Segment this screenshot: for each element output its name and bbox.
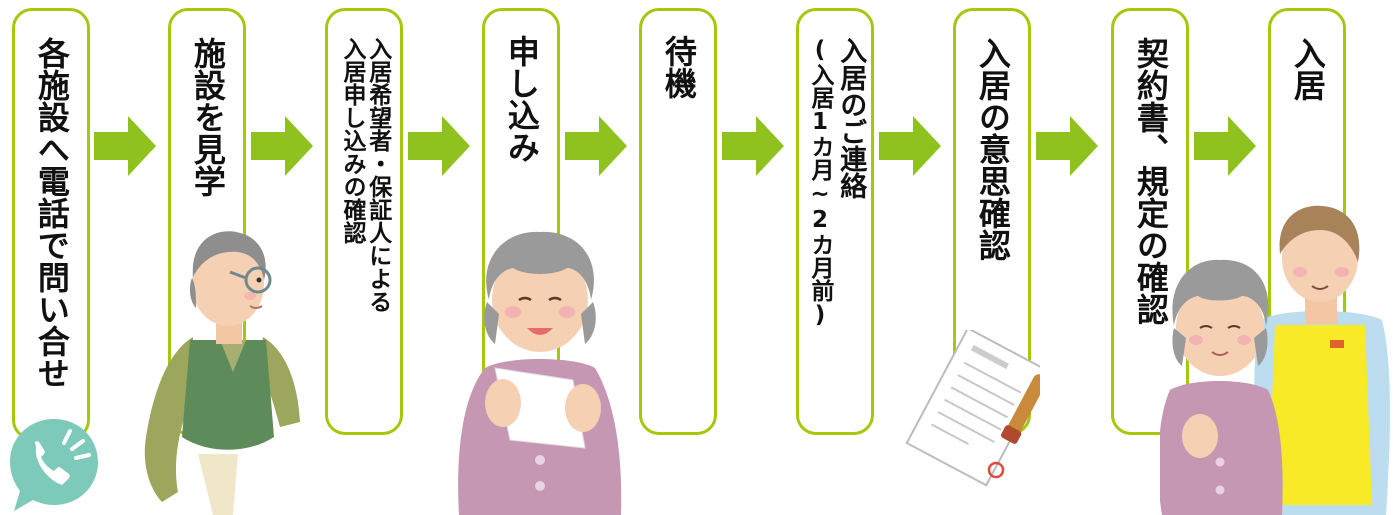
step-box-6: 入居のご連絡 (入居1カ月~2カ月前) (796, 8, 874, 435)
step-label-6-line2: (入居1カ月~2カ月前) (807, 37, 833, 328)
step-box-5: 待機 (639, 8, 717, 435)
step-label-6-line1: 入居のご連絡 (835, 37, 867, 199)
arrow-right-icon (1194, 116, 1256, 176)
arrow-right-icon (879, 116, 941, 176)
step-label-6: 入居のご連絡 (入居1カ月~2カ月前) (805, 37, 867, 328)
step-label-1: 各施設へ電話で問い合せ (32, 37, 71, 389)
phone-icon (10, 419, 98, 511)
step-box-3: 入居希望者・保証人による 入居申し込みの確認 (325, 8, 403, 435)
arrow-right-icon (94, 116, 156, 176)
step-label-4: 申し込み (502, 35, 541, 163)
arrow-right-icon (722, 116, 784, 176)
arrow-right-icon (1036, 116, 1098, 176)
arrow-right-icon (251, 116, 313, 176)
arrow-right-icon (408, 116, 470, 176)
step-box-8: 契約書、規定の確認 (1111, 8, 1189, 435)
arrow-right-icon (565, 116, 627, 176)
step-label-3: 入居希望者・保証人による 入居申し込みの確認 (338, 37, 391, 313)
step-label-7: 入居の意思確認 (973, 37, 1012, 261)
contract-document-illustration (905, 330, 1040, 487)
caregiver-and-resident-illustration (1160, 205, 1390, 515)
step-label-8: 契約書、規定の確認 (1131, 37, 1170, 325)
step-label-9: 入居 (1288, 37, 1327, 101)
step-label-3-line1: 入居希望者・保証人による (364, 37, 391, 313)
elderly-woman-illustration (458, 231, 622, 515)
elderly-man-illustration (144, 231, 300, 515)
step-label-3-line2: 入居申し込みの確認 (339, 37, 365, 244)
step-box-1: 各施設へ電話で問い合せ (12, 8, 90, 440)
step-label-2: 施設を見学 (188, 37, 227, 197)
step-label-5: 待機 (659, 35, 698, 99)
